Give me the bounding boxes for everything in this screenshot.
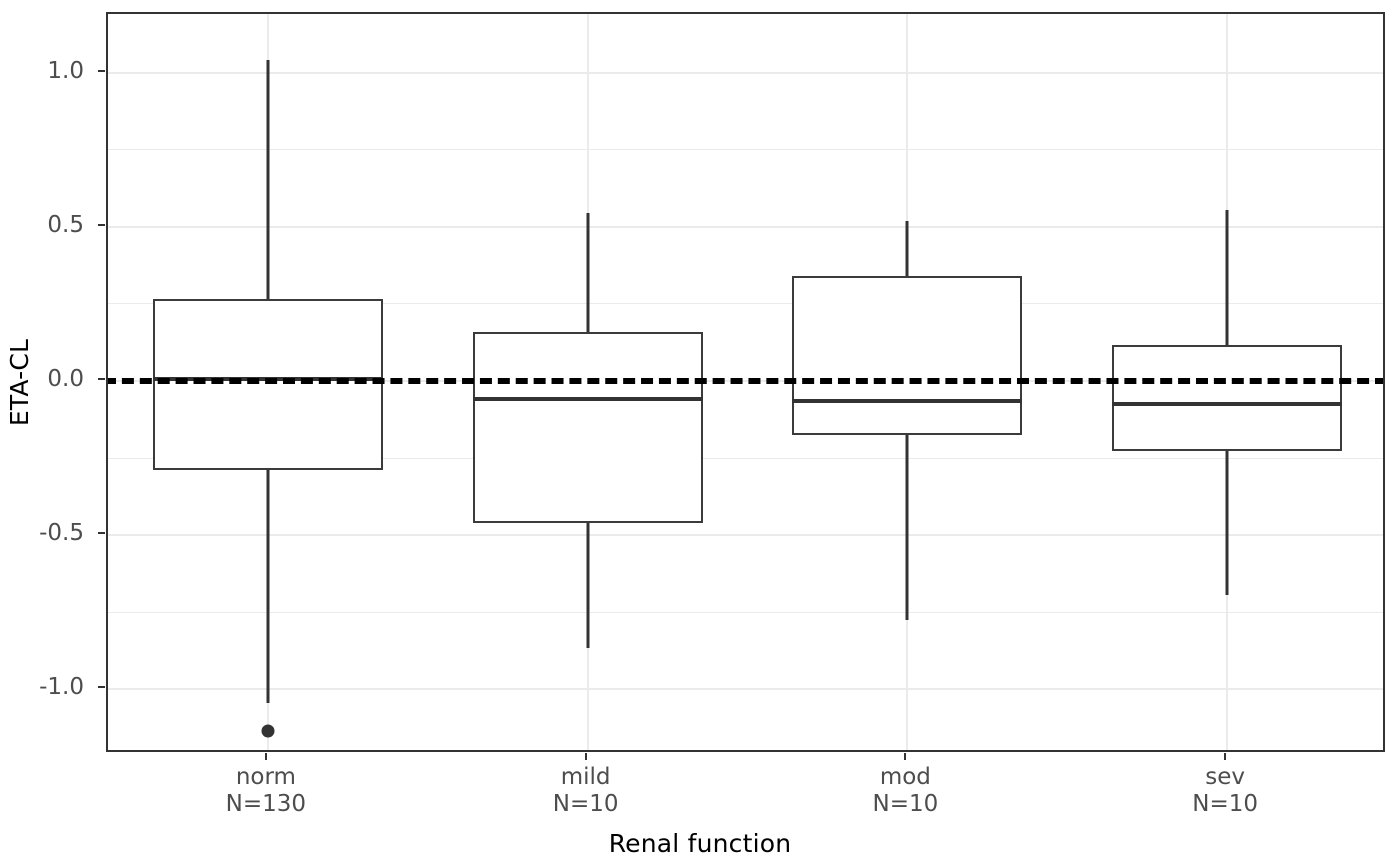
y-tick-mark <box>98 223 105 226</box>
gridline-horizontal-minor <box>108 149 1383 151</box>
median-line-mild <box>472 397 703 402</box>
x-tick-mark-mild <box>584 753 587 760</box>
x-tick-label-category: sev <box>1205 764 1245 790</box>
box-sev <box>1112 344 1343 452</box>
x-tick-mark-sev <box>1224 753 1227 760</box>
x-axis-title: Renal function <box>0 829 1400 858</box>
y-tick-mark <box>98 532 105 535</box>
gridline-horizontal-major <box>108 225 1383 228</box>
y-tick-label: 0.0 <box>47 365 84 392</box>
x-tick-mark-norm <box>264 753 267 760</box>
y-tick-mark <box>98 377 105 380</box>
gridline-horizontal-minor <box>108 303 1383 305</box>
y-tick-label: 1.0 <box>47 57 84 84</box>
gridline-horizontal-minor <box>108 457 1383 459</box>
y-axis-title: ETA-CL <box>0 0 40 764</box>
y-tick-mark <box>98 69 105 72</box>
median-line-sev <box>1112 402 1343 407</box>
x-tick-label-category: norm <box>235 764 296 790</box>
median-line-mod <box>792 398 1023 403</box>
y-tick-label: -1.0 <box>39 674 84 701</box>
x-tick-label-count: N=130 <box>225 791 307 818</box>
whisker-lower-norm <box>266 470 270 704</box>
plot-panel <box>106 12 1385 752</box>
x-axis-title-text: Renal function <box>608 829 792 858</box>
gridline-horizontal-minor <box>108 611 1383 613</box>
whisker-lower-mod <box>905 434 909 620</box>
whisker-upper-mild <box>586 212 590 332</box>
x-tick-label-category: mild <box>560 764 611 790</box>
gridline-horizontal-major <box>108 71 1383 74</box>
x-tick-label-category: mod <box>879 764 931 790</box>
x-tick-label-count: N=10 <box>1192 791 1258 818</box>
y-tick-label: -0.5 <box>39 520 84 547</box>
whisker-upper-sev <box>1225 209 1229 345</box>
gridline-horizontal-major <box>108 688 1383 691</box>
whisker-upper-mod <box>905 220 909 277</box>
x-tick-label-count: N=10 <box>872 791 939 818</box>
outlier-point-norm-0 <box>261 724 275 738</box>
gridline-horizontal-major <box>108 534 1383 537</box>
box-mod <box>792 276 1023 435</box>
whisker-lower-sev <box>1225 451 1229 596</box>
x-tick-label-count: N=10 <box>552 791 619 818</box>
x-tick-mark-mod <box>904 753 907 760</box>
whisker-upper-norm <box>266 60 270 300</box>
box-mild <box>472 331 703 523</box>
zero-reference-line <box>108 377 1383 384</box>
box-norm <box>152 299 383 471</box>
y-tick-label: 0.5 <box>47 211 84 238</box>
whisker-lower-mild <box>586 522 590 648</box>
y-tick-mark <box>98 686 105 689</box>
y-axis-title-text: ETA-CL <box>5 338 35 426</box>
